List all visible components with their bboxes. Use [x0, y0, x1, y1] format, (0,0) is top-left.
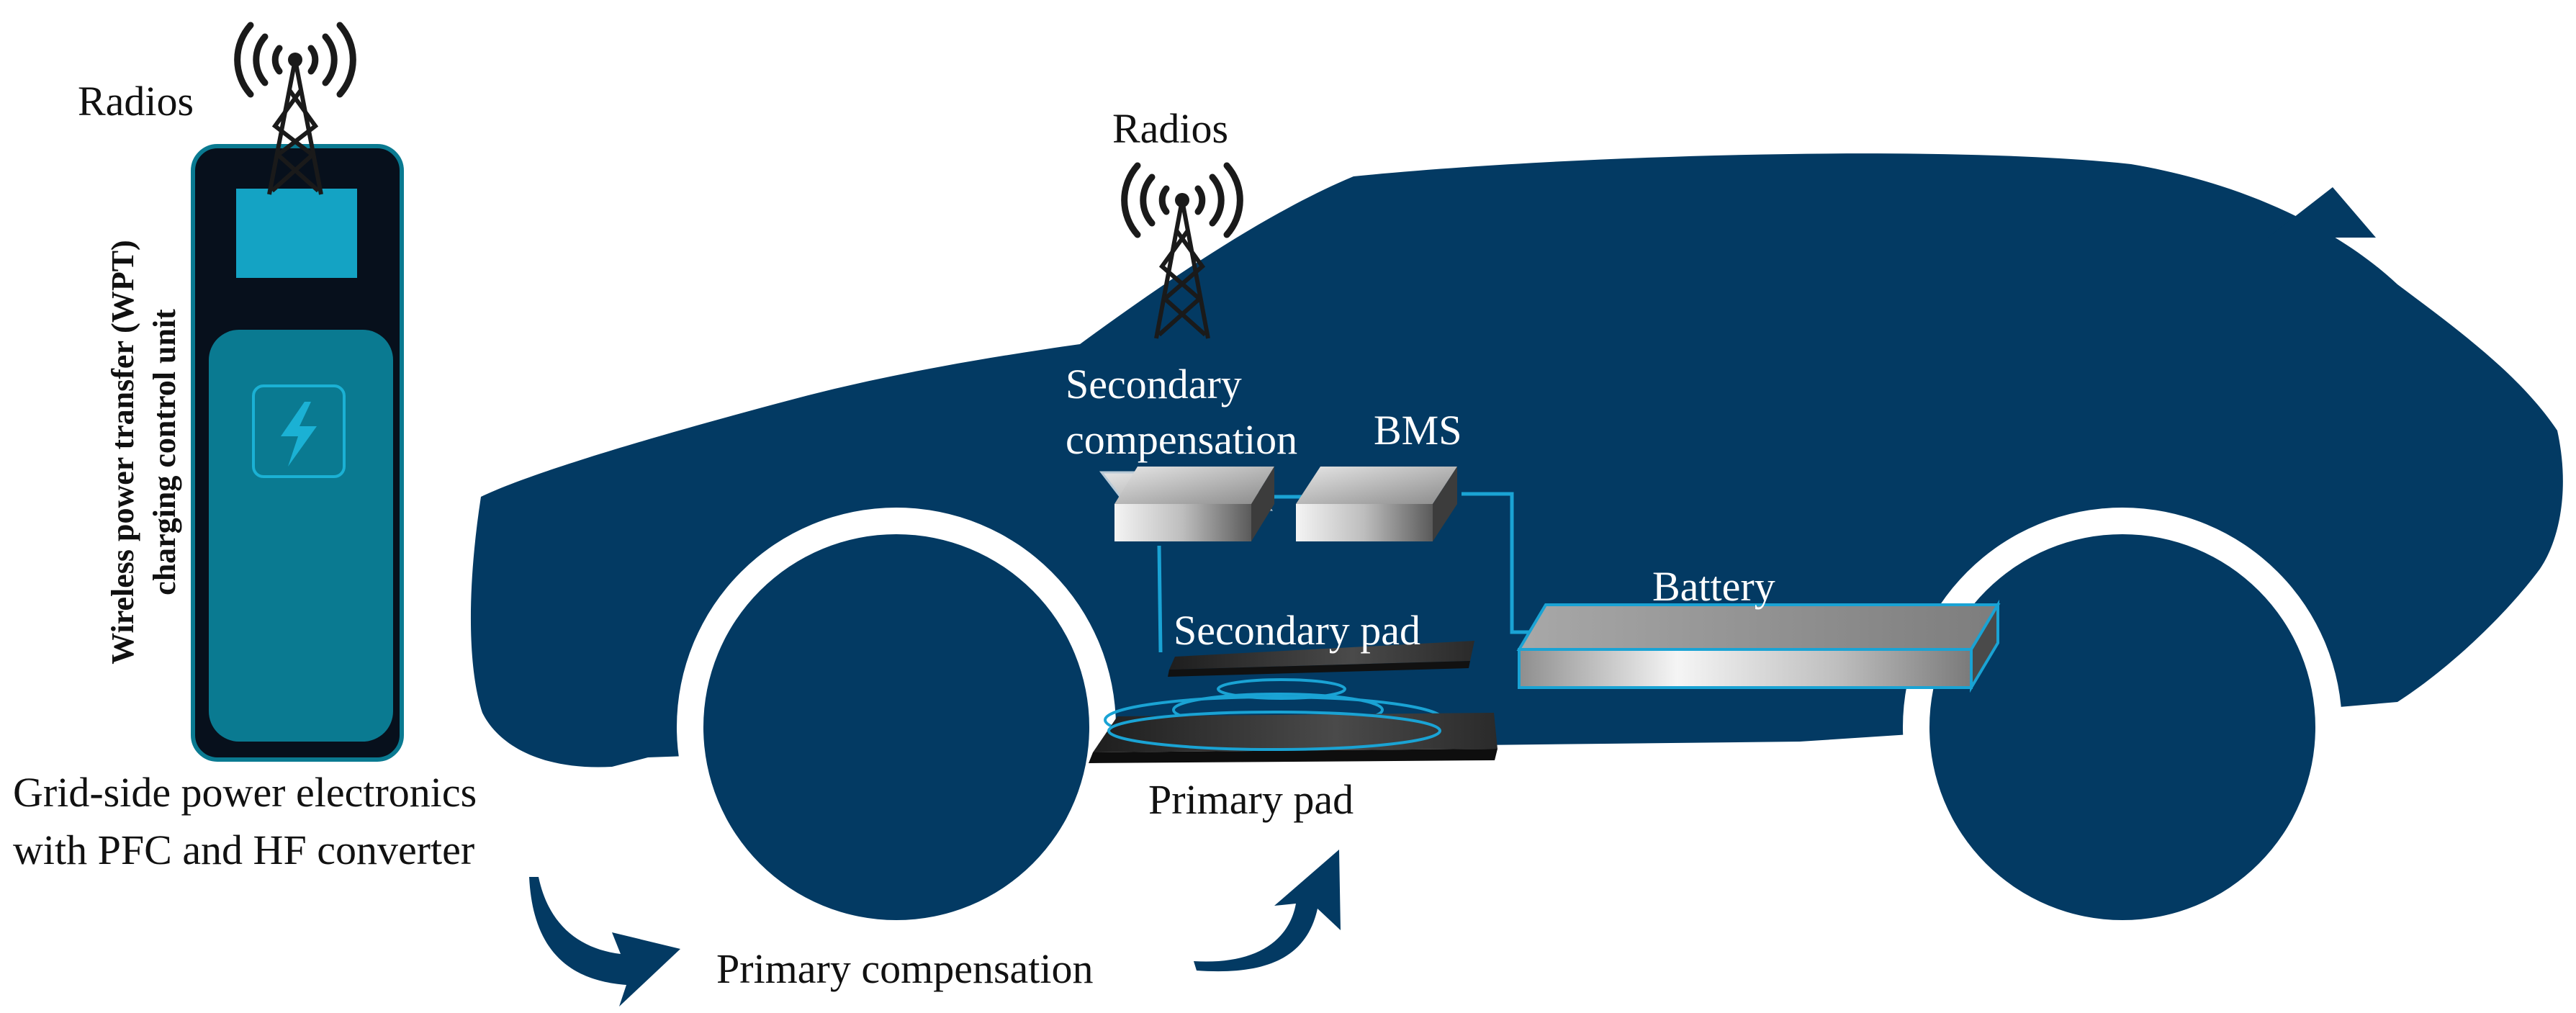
bms-label: BMS: [1374, 407, 1462, 454]
secondary-compensation-label-line1: Secondary: [1066, 361, 1242, 408]
primary-compensation-label: Primary compensation: [716, 945, 1094, 992]
charger-unit-label-line2: charging control unit: [147, 309, 182, 595]
vehicle: [470, 153, 2563, 947]
battery-label: Battery: [1652, 563, 1775, 610]
curved-arrow-icon: [1194, 850, 1341, 972]
primary-pad: [1089, 711, 1498, 763]
bms-box: [1296, 467, 1457, 541]
grid-label-line2: with PFC and HF converter: [13, 827, 474, 873]
lightning-bolt-icon: [252, 384, 346, 478]
secondary-pad: [1168, 641, 1474, 677]
secondary-compensation-label-line2: compensation: [1066, 416, 1297, 463]
battery: [1516, 599, 2001, 693]
front-wheel: [703, 534, 1089, 920]
car-tail-notch: [2268, 187, 2376, 238]
secondary-compensation-box: [1099, 467, 1274, 541]
radio-tower-icon: [1121, 162, 1243, 339]
primary-pad-label: Primary pad: [1148, 776, 1354, 823]
radios-label-charger: Radios: [78, 78, 194, 125]
charger-panel: [209, 330, 393, 742]
charger-unit: Wireless power transfer (WPT) charging c…: [105, 144, 404, 762]
secondary-pad-label: Secondary pad: [1174, 607, 1420, 654]
charger-screen: [236, 189, 357, 278]
radios-label-vehicle: Radios: [1112, 105, 1228, 152]
curved-arrow-icon: [529, 877, 680, 1007]
grid-label-line1: Grid-side power electronics: [13, 769, 477, 816]
charger-unit-label-line1: Wireless power transfer (WPT): [105, 240, 140, 664]
rear-wheel: [1929, 534, 2315, 920]
